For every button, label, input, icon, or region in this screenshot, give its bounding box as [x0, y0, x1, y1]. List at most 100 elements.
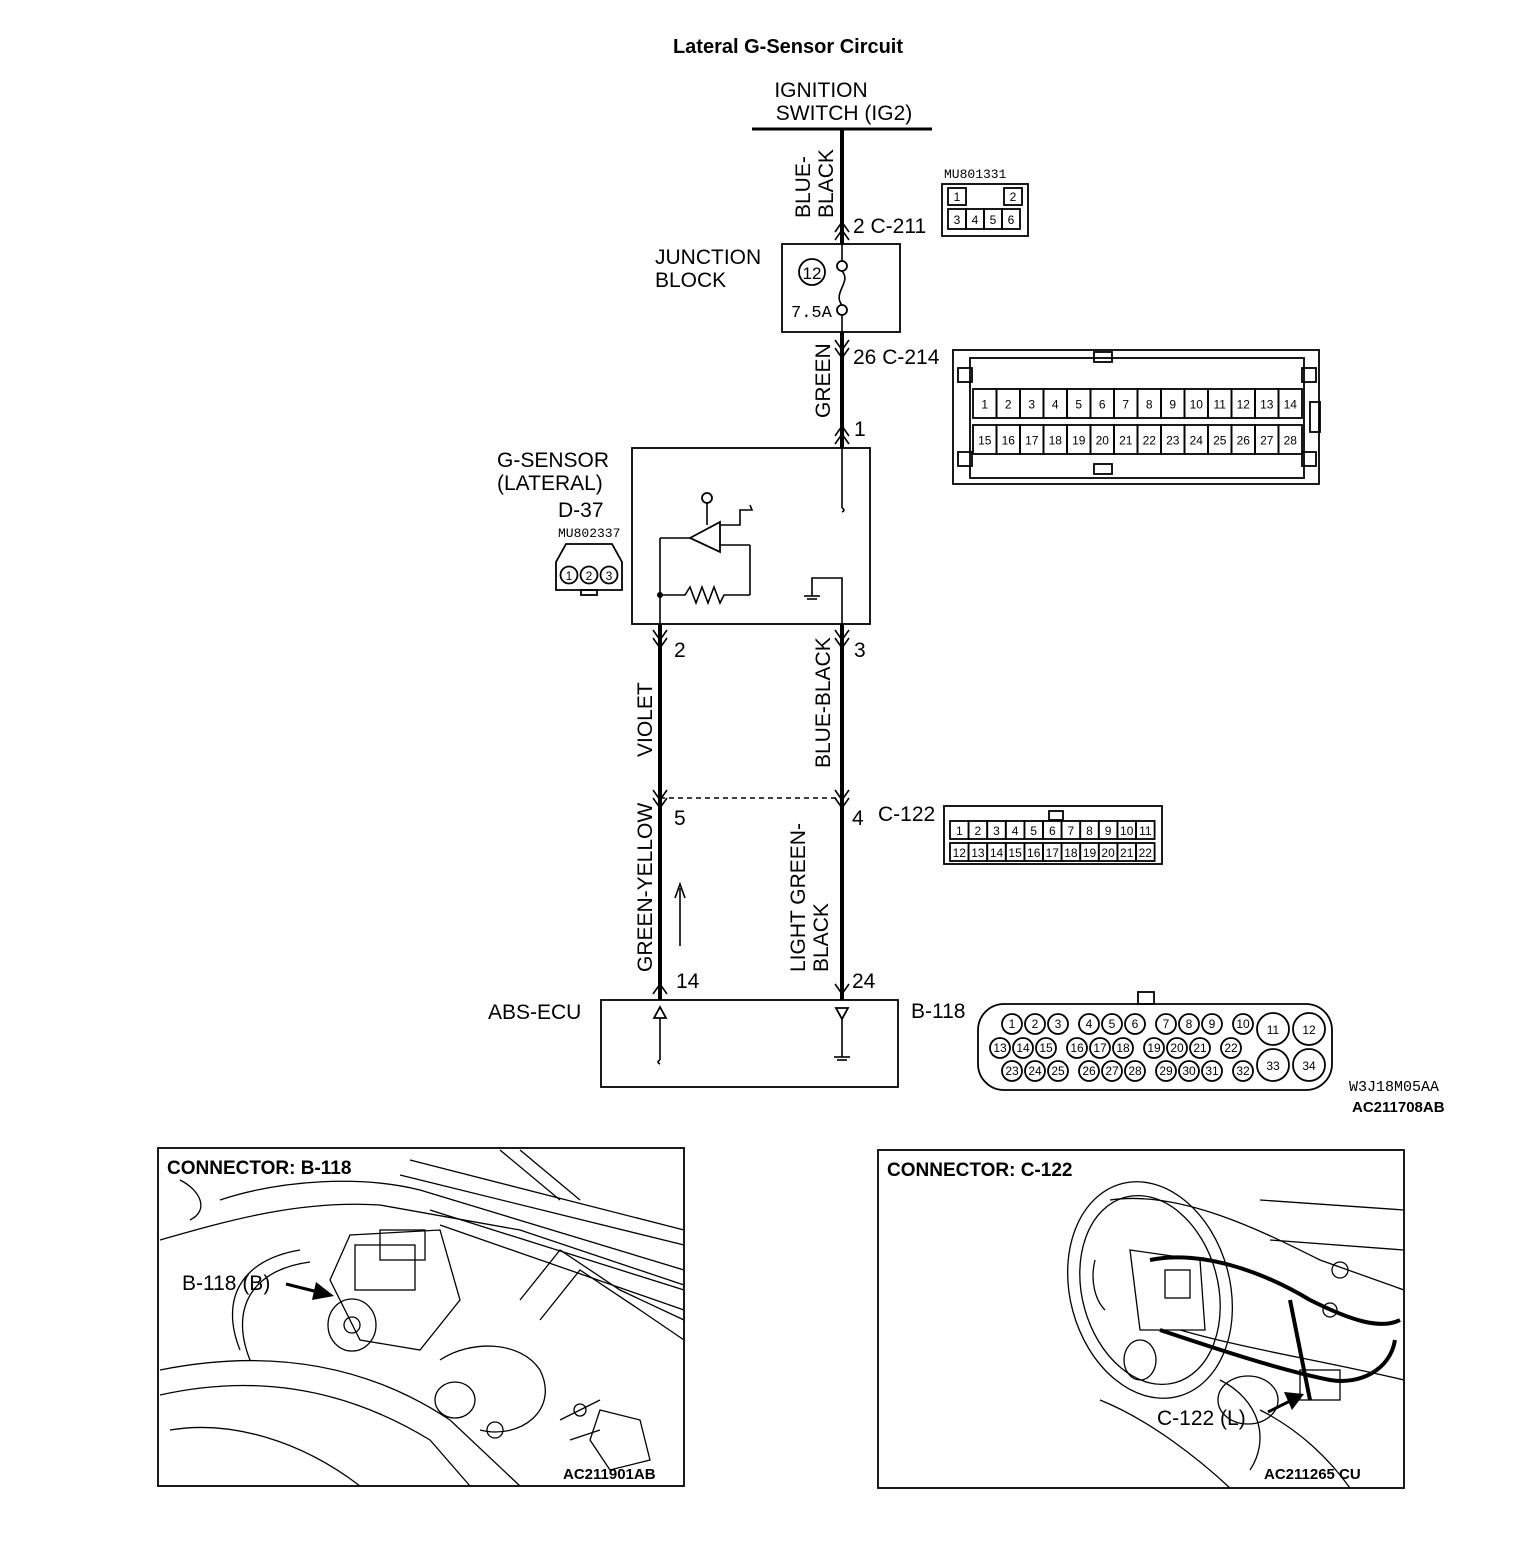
svg-text:24: 24 [1028, 1064, 1042, 1078]
c214-pin: 26 [1230, 424, 1256, 455]
terminal-mark [834, 797, 850, 810]
ignition-label-1: IGNITION [774, 79, 867, 102]
terminal-mark [834, 347, 850, 360]
panel-right-callout: C-122 (L) [1157, 1407, 1246, 1430]
svg-text:3: 3 [1055, 1017, 1062, 1031]
diagram-title: Lateral G-Sensor Circuit [673, 36, 903, 58]
callout-arrow-icon [285, 1282, 334, 1300]
c214-pin: 28 [1277, 424, 1303, 455]
svg-text:29: 29 [1159, 1064, 1173, 1078]
svg-text:31: 31 [1205, 1064, 1219, 1078]
terminal-mark [834, 983, 850, 996]
svg-text:4: 4 [1052, 398, 1059, 412]
svg-text:32: 32 [1236, 1064, 1250, 1078]
svg-text:2: 2 [1005, 398, 1012, 412]
c214-pin: 20 [1089, 424, 1115, 455]
terminal-mark [834, 424, 850, 437]
svg-text:6: 6 [1049, 824, 1056, 838]
b118-pin: 16 [1066, 1037, 1088, 1059]
b118-pin: 31 [1201, 1060, 1223, 1082]
svg-text:17: 17 [1025, 434, 1039, 448]
svg-text:21: 21 [1120, 846, 1134, 860]
terminal-mark [834, 228, 850, 241]
b118-pin: 2 [1024, 1013, 1046, 1035]
svg-text:19: 19 [1083, 846, 1097, 860]
signal-direction-arrow [674, 881, 686, 946]
b118-pin: 20 [1166, 1037, 1188, 1059]
pin-c122-4: 4 [852, 807, 864, 830]
terminal-mark [652, 637, 668, 650]
svg-text:17: 17 [1046, 846, 1060, 860]
b118-pin: 19 [1143, 1037, 1165, 1059]
svg-text:19: 19 [1072, 434, 1086, 448]
svg-text:7: 7 [1068, 824, 1075, 838]
c122-pin: 8 [1079, 820, 1100, 840]
svg-text:18: 18 [1064, 846, 1078, 860]
ecu-internal-circuit [652, 1005, 850, 1065]
c122-pin: 3 [986, 820, 1007, 840]
svg-text:4: 4 [1012, 824, 1019, 838]
c122-pin: 11 [1135, 820, 1156, 840]
diagram-code-1: W3J18M05AA [1349, 1079, 1439, 1096]
b118-pin: 30 [1178, 1060, 1200, 1082]
svg-text:10: 10 [1190, 398, 1204, 412]
svg-text:28: 28 [1284, 434, 1298, 448]
svg-text:12: 12 [1237, 398, 1251, 412]
b118-pin: 13 [989, 1037, 1011, 1059]
svg-text:27: 27 [1260, 434, 1274, 448]
b118-pin: 9 [1201, 1013, 1223, 1035]
c122-pin: 22 [1135, 842, 1156, 862]
pin-sensor-1: 1 [854, 418, 866, 441]
c214-pin: 19 [1066, 424, 1092, 455]
svg-text:15: 15 [1008, 846, 1022, 860]
b118-pin: 29 [1155, 1060, 1177, 1082]
c214-pin: 5 [1066, 388, 1092, 419]
svg-text:8: 8 [1186, 1017, 1193, 1031]
svg-text:13: 13 [971, 846, 985, 860]
svg-text:12: 12 [953, 846, 967, 860]
svg-text:6: 6 [1099, 398, 1106, 412]
abs-ecu-box [600, 999, 899, 1088]
svg-text:2: 2 [975, 824, 982, 838]
svg-text:6: 6 [1132, 1017, 1139, 1031]
c214-pin: 7 [1113, 388, 1139, 419]
svg-text:20: 20 [1101, 846, 1115, 860]
svg-text:18: 18 [1116, 1041, 1130, 1055]
sensor-label-1: G-SENSOR [497, 449, 609, 472]
connector-b118-label: B-118 [911, 1000, 965, 1023]
svg-text:3: 3 [1028, 398, 1035, 412]
svg-text:2: 2 [586, 569, 593, 583]
fuse-rating: 7.5A [791, 304, 833, 323]
callout-arrow-icon [1267, 1392, 1304, 1414]
c122-pin: 15 [1004, 842, 1026, 862]
sensor-part-number: MU802337 [558, 526, 620, 541]
svg-text:20: 20 [1096, 434, 1110, 448]
b118-pin: 15 [1035, 1037, 1057, 1059]
svg-text:14: 14 [1016, 1041, 1030, 1055]
pin-ecu-14: 14 [676, 970, 700, 993]
b118-pin: 18 [1112, 1037, 1134, 1059]
c122-pin: 2 [967, 820, 989, 840]
fuse-icon [836, 244, 848, 332]
sensor-label-2: (LATERAL) [497, 472, 603, 495]
c122-pin: 6 [1042, 820, 1063, 840]
c122-pin: 4 [1004, 820, 1026, 840]
b118-pin: 21 [1189, 1037, 1211, 1059]
junction-label-1: JUNCTION [655, 246, 761, 269]
svg-text:15: 15 [1039, 1041, 1053, 1055]
svg-text:21: 21 [1119, 434, 1133, 448]
svg-text:4: 4 [972, 213, 979, 227]
panel-left-code: AC211901AB [563, 1466, 656, 1483]
wire-harness-illustration [1149, 1255, 1401, 1401]
c214-pin: 15 [972, 424, 998, 455]
c214-pin: 18 [1042, 424, 1068, 455]
c122-pin: 7 [1060, 820, 1082, 840]
wire-label-black: BLACK [815, 149, 838, 218]
svg-text:4: 4 [1086, 1017, 1093, 1031]
connector-c211-icon: 1 2 3 4 5 6 [941, 183, 1029, 237]
svg-text:24: 24 [1190, 434, 1204, 448]
c214-pin: 8 [1136, 388, 1162, 419]
svg-text:15: 15 [978, 434, 992, 448]
c214-pin: 1 [972, 388, 998, 419]
